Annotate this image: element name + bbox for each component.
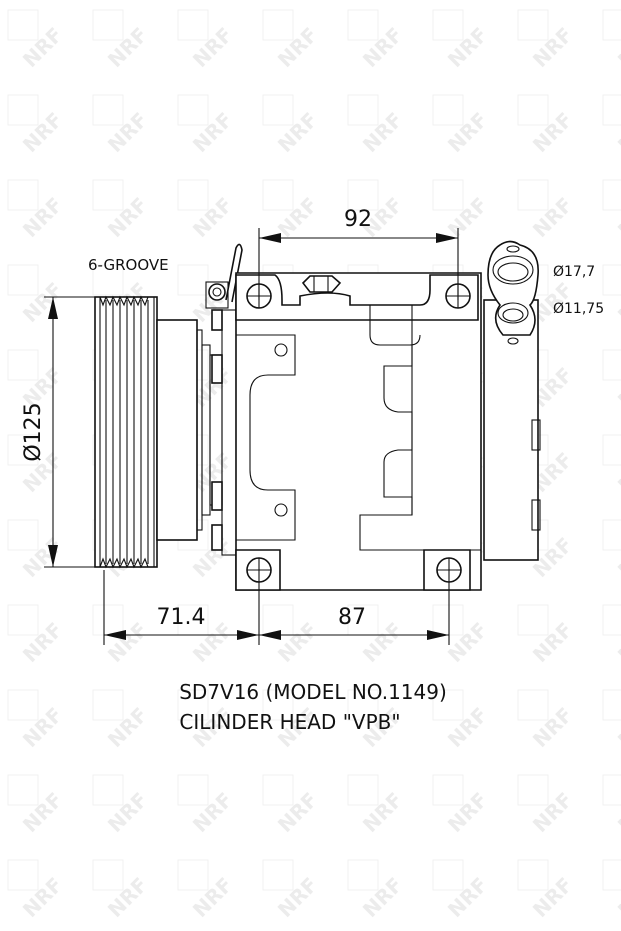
- dimension-92: 92: [258, 207, 459, 300]
- groove-label: 6-GROOVE: [88, 256, 169, 274]
- port-small-label: Ø11,75: [553, 301, 604, 317]
- dimension-125: Ø125: [21, 296, 95, 568]
- dim-87-label: 87: [338, 605, 366, 630]
- electrical-connector: [205, 243, 243, 309]
- caption-model: SD7V16 (MODEL NO.1149): [179, 680, 447, 704]
- pulley: [94, 295, 158, 569]
- dim-92-label: 92: [344, 207, 372, 232]
- dim-125-label: Ø125: [21, 402, 46, 461]
- port-large-label: Ø17,7: [553, 264, 595, 280]
- dimension-71-4: 71.4: [103, 570, 260, 645]
- compressor-body: [235, 272, 482, 591]
- caption-cylinder-head: CILINDER HEAD "VPB": [179, 710, 400, 734]
- dimension-87: 87: [259, 582, 450, 645]
- service-port-fitting: [483, 240, 541, 561]
- dim-71-4-label: 71.4: [157, 605, 206, 630]
